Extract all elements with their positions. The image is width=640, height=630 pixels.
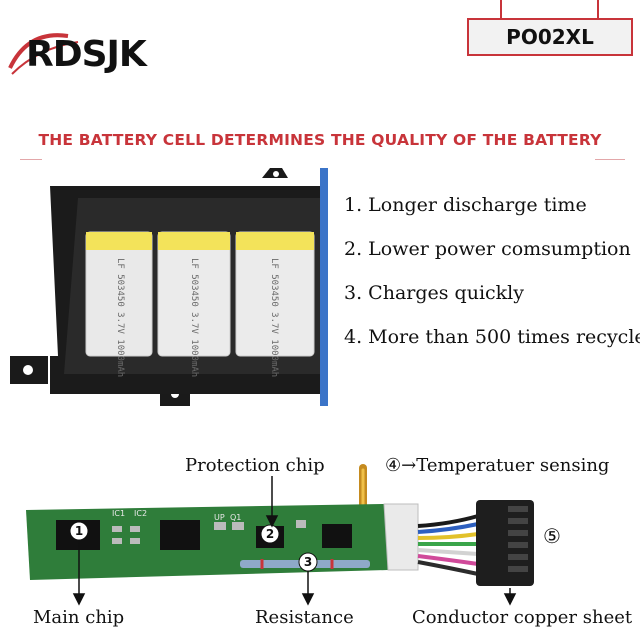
board-print-ic1: IC1 xyxy=(112,509,125,518)
cell-print-2: LF 503450 3.7V 1000mAh xyxy=(189,258,199,377)
cell-print-1: LF 503450 3.7V 1000mAh xyxy=(115,258,125,377)
board-print-q1: Q1 xyxy=(230,513,241,522)
label-main-chip: Main chip xyxy=(33,607,125,628)
marker-3: 3 xyxy=(304,555,312,569)
logo-text: RDSJK xyxy=(26,34,147,75)
cell-print-3: LF 503450 3.7V 1000mAh xyxy=(269,258,279,377)
headline-rule-right xyxy=(595,159,625,160)
feature-item: 4. More than 500 times recycle xyxy=(344,326,640,348)
battery-edge xyxy=(320,168,328,406)
protection-board-illustration: IC1 IC2 UP Q1 1 2 3 xyxy=(26,464,534,606)
brand-logo: RDSJK xyxy=(8,28,178,80)
feature-item: 2. Lower power comsumption xyxy=(344,238,631,260)
label-protection-chip: Protection chip xyxy=(185,455,325,476)
callout-arrows xyxy=(72,476,517,606)
board-print-up: UP xyxy=(214,513,225,522)
label-resistance: Resistance xyxy=(255,607,354,628)
pcb-tab xyxy=(383,503,419,571)
model-badge: PO02XL xyxy=(467,18,633,56)
headline: THE BATTERY CELL DETERMINES THE QUALITY … xyxy=(38,131,602,149)
badge-hanger-left xyxy=(500,0,502,18)
marker-1: 1 xyxy=(75,524,83,538)
battery-pack-illustration: LF 503450 3.7V 1000mAh LF 503450 3.7V 10… xyxy=(10,168,328,406)
feature-item: 1. Longer discharge time xyxy=(344,194,587,216)
battery-cells xyxy=(85,231,315,357)
label-temperature-sensing: ④→Temperatuer sensing xyxy=(385,455,610,476)
marker-2: 2 xyxy=(266,527,274,541)
label-marker-5: ⑤ xyxy=(543,524,561,548)
label-conductor-copper-sheet: Conductor copper sheet xyxy=(412,607,633,628)
logo-swoosh-icon xyxy=(8,33,79,75)
board-print-ic2: IC2 xyxy=(134,509,147,518)
wire-harness xyxy=(417,514,479,576)
headline-rule-left xyxy=(20,159,42,160)
feature-item: 3. Charges quickly xyxy=(344,282,524,304)
feature-list: 1. Longer discharge time 2. Lower power … xyxy=(344,190,640,366)
badge-hanger-right xyxy=(597,0,599,18)
